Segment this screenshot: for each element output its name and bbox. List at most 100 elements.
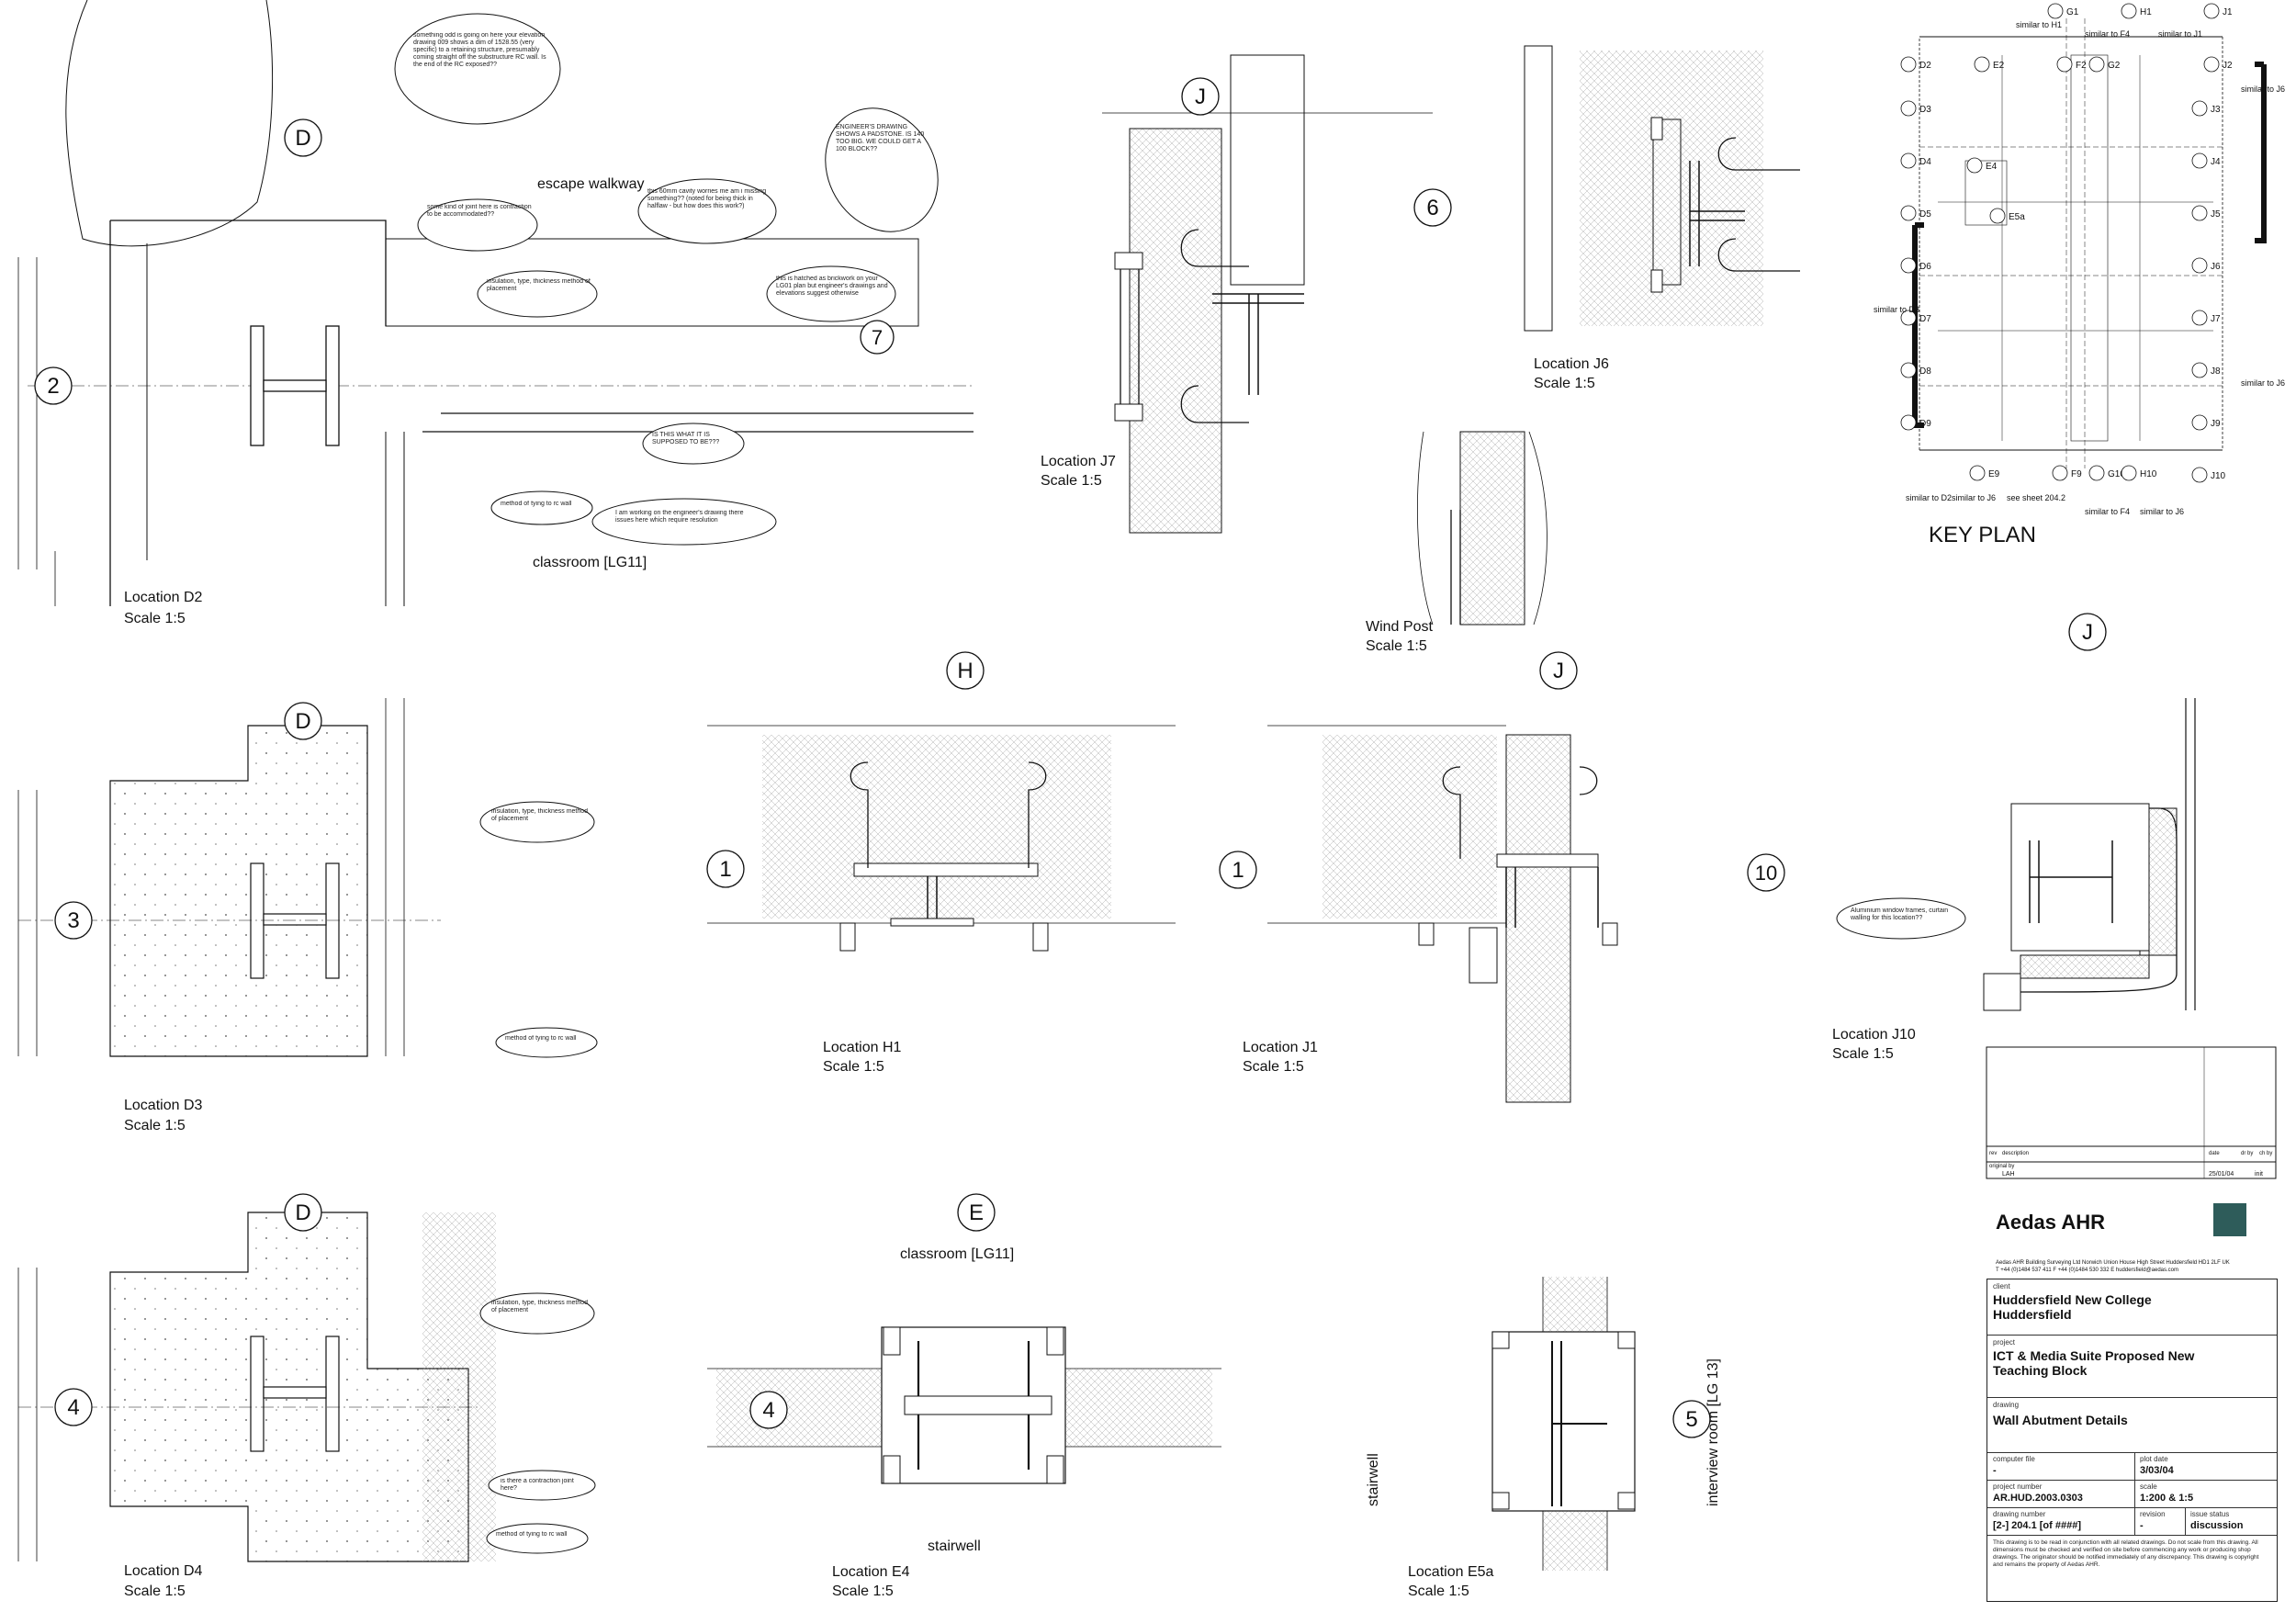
key-plan-note: similar to J6: [2140, 507, 2184, 516]
svg-text:D: D: [295, 126, 310, 151]
key-plan-bubble-D2: [1900, 56, 1917, 73]
issue-status-label: issue status: [2190, 1510, 2230, 1518]
key-plan-note: similar to D3: [1874, 305, 1919, 314]
key-plan-label-J9: J9: [2211, 419, 2221, 429]
svg-text:2: 2: [47, 374, 59, 399]
key-plan-label-J3: J3: [2211, 105, 2221, 115]
key-plan-label-J10: J10: [2211, 471, 2226, 481]
svg-text:10: 10: [1755, 862, 1777, 885]
key-plan-label-G2: G2: [2108, 61, 2121, 71]
label-location-j7: Location J7: [1041, 454, 1116, 469]
label-location-d4: Location D4: [124, 1563, 202, 1579]
bubble-4-e4: 4: [749, 1391, 788, 1429]
key-plan-bubble-J7: [2191, 310, 2208, 326]
key-plan-bubble-D6: [1900, 257, 1917, 274]
plot-date-label: plot date: [2140, 1455, 2168, 1463]
scale-location-e5a: Scale 1:5: [1408, 1584, 1469, 1599]
cloud-note-12: insulation, type, thickness method of pl…: [479, 1292, 595, 1335]
key-plan-note: similar to J6: [1952, 493, 1996, 502]
originator-init: init: [2255, 1171, 2263, 1178]
drawing-number-label: drawing number: [1993, 1510, 2046, 1518]
detail-j7: [1102, 54, 1433, 534]
cloud-note-8: I am working on the engineer's drawing t…: [591, 498, 777, 546]
originator-value: LAH: [2002, 1171, 2015, 1178]
label-location-j6: Location J6: [1534, 356, 1609, 372]
cloud-note-5: insulation, type, thickness method of pl…: [477, 270, 598, 318]
key-plan-bubble-G2: [2088, 56, 2105, 73]
room-escape-walkway: escape walkway: [537, 176, 645, 192]
key-plan-bubble-F9: [2052, 465, 2068, 481]
key-plan-bubble-J2: [2203, 56, 2220, 73]
bubble-1-h1: 1: [706, 850, 745, 888]
key-plan-label-E4: E4: [1986, 162, 1998, 172]
svg-text:J: J: [1195, 85, 1206, 109]
key-plan-note: similar to H1: [2016, 20, 2062, 29]
svg-text:1: 1: [1232, 858, 1244, 883]
scale-location-d2: Scale 1:5: [124, 611, 186, 626]
key-plan-bubble-D7: [1900, 310, 1917, 326]
project-number-value: AR.HUD.2003.0303: [1993, 1493, 2083, 1504]
scale-location-j6: Scale 1:5: [1534, 376, 1595, 391]
svg-text:7: 7: [872, 326, 883, 349]
cloud-note-11: method of tying to rc wall: [495, 1027, 598, 1058]
project-number-label: project number: [1993, 1482, 2043, 1491]
project-label: project: [1993, 1338, 2016, 1347]
cloud-note-2: some kind of joint here is contraction t…: [417, 198, 538, 252]
detail-j10: [1983, 698, 2196, 1011]
key-plan-bubble-H1: [2121, 3, 2137, 19]
key-plan-label-F9: F9: [2071, 469, 2082, 479]
bubble-7: 7: [860, 320, 895, 355]
svg-text:5: 5: [1685, 1407, 1697, 1432]
key-plan-bubble-E2: [1974, 56, 1990, 73]
key-plan-note: similar to J1: [2158, 29, 2202, 39]
svg-text:J: J: [2082, 620, 2093, 645]
svg-text:D: D: [295, 1200, 310, 1225]
label-location-j1: Location J1: [1243, 1040, 1318, 1055]
svg-text:4: 4: [67, 1395, 79, 1420]
key-plan-note: similar to F4: [2085, 29, 2130, 39]
rev-header-description: description: [2002, 1151, 2029, 1156]
label-location-e5a: Location E5a: [1408, 1564, 1494, 1580]
key-plan-label-D9: D9: [1919, 419, 1931, 429]
bubble-j-j10: J: [2068, 613, 2107, 651]
scale-wind-post: Scale 1:5: [1366, 638, 1427, 654]
revision-value: -: [2140, 1520, 2144, 1531]
key-plan-bubble-J9: [2191, 414, 2208, 431]
key-plan-bubble-D3: [1900, 100, 1917, 117]
room-classroom-top: classroom [LG11]: [533, 555, 647, 570]
key-plan-bubble-G10: [2088, 465, 2105, 481]
key-plan-bubble-J1: [2203, 3, 2220, 19]
scale-location-j7: Scale 1:5: [1041, 473, 1102, 489]
label-location-d2: Location D2: [124, 590, 202, 605]
bubble-j-j1: J: [1539, 651, 1578, 690]
drawing-number-value: [2-] 204.1 [of ####]: [1993, 1520, 2081, 1531]
key-plan-bubble-G1: [2047, 3, 2064, 19]
client-value: Huddersfield New College Huddersfield: [1993, 1292, 2152, 1322]
key-plan-bubble-J8: [2191, 362, 2208, 378]
bubble-h: H: [946, 651, 985, 690]
label-location-d3: Location D3: [124, 1098, 202, 1113]
rev-header-chby: ch by: [2259, 1151, 2272, 1156]
key-plan-title: KEY PLAN: [1929, 523, 2036, 547]
key-plan-label-D3: D3: [1919, 105, 1931, 115]
key-plan-label-J1: J1: [2223, 7, 2233, 17]
key-plan-note: similar to J6: [2241, 85, 2285, 94]
drawing-value: Wall Abutment Details: [1993, 1413, 2128, 1427]
key-plan-bubble-J5: [2191, 205, 2208, 221]
issue-status-value: discussion: [2190, 1520, 2244, 1531]
rev-header-date: date: [2209, 1151, 2220, 1156]
detail-d2: [17, 0, 974, 606]
bubble-10: 10: [1747, 853, 1785, 892]
scale-location-j1: Scale 1:5: [1243, 1059, 1304, 1075]
cloud-note-4: this is hatched as brickwork on your LG0…: [766, 265, 896, 322]
computer-file-value: -: [1993, 1465, 1997, 1476]
key-plan-bubble-J6: [2191, 257, 2208, 274]
key-plan-label-J6: J6: [2211, 262, 2221, 272]
key-plan-label-E2: E2: [1993, 61, 2005, 71]
key-plan-bubble-J4: [2191, 152, 2208, 169]
label-wind-post: Wind Post: [1366, 619, 1433, 635]
room-classroom-e4: classroom [LG11]: [900, 1246, 1014, 1262]
key-plan-label-G1: G1: [2066, 7, 2079, 17]
